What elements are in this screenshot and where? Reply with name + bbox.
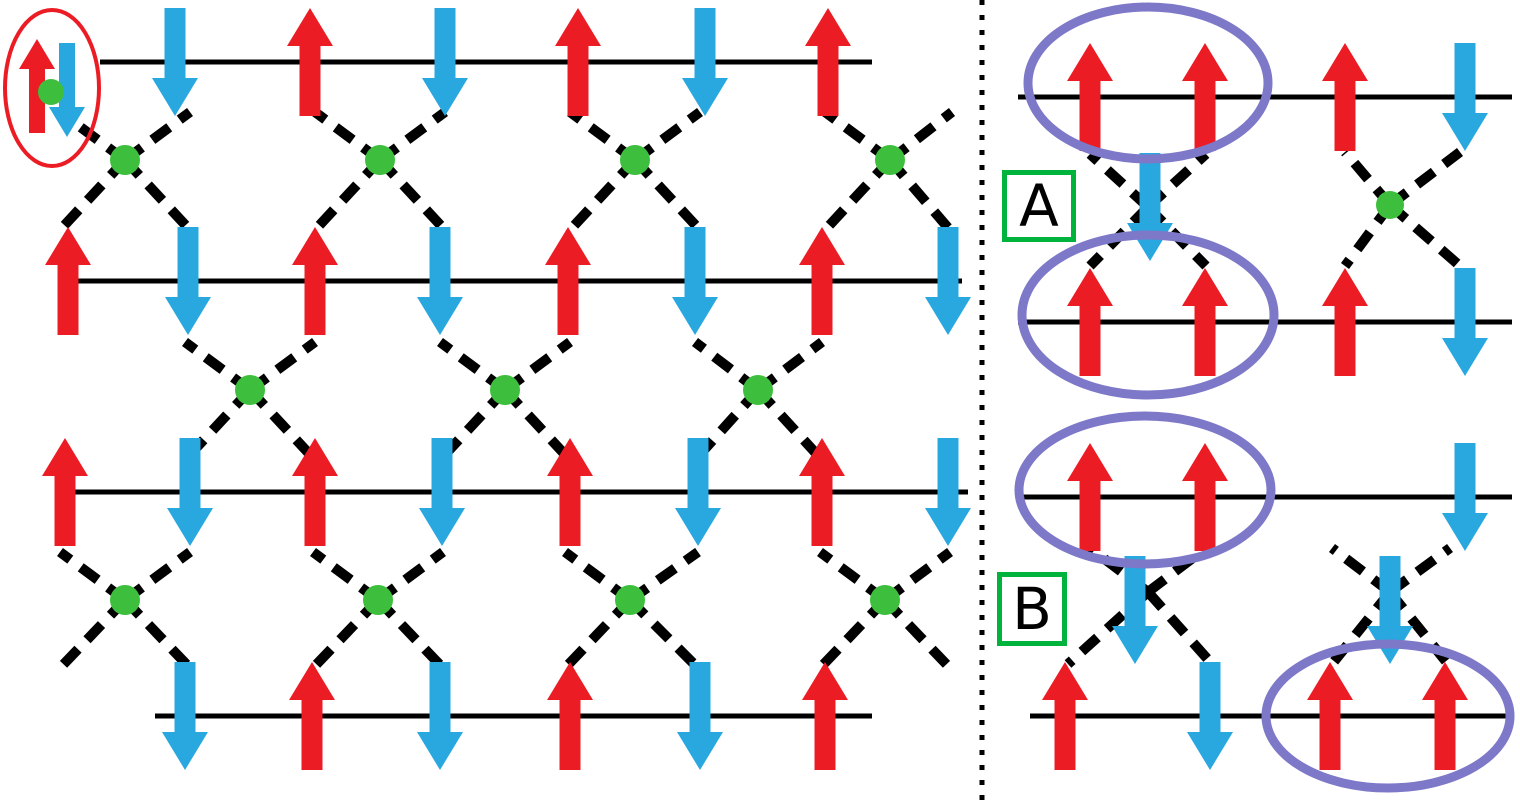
- bond-segment: [1144, 588, 1216, 668]
- spin-down-arrow: [152, 8, 198, 116]
- spin-up-arrow: [292, 227, 338, 335]
- bond-segment: [56, 156, 129, 234]
- site-dot: [1376, 191, 1404, 219]
- legend-spin-up-arrow: [19, 39, 55, 133]
- bond-segment: [754, 386, 826, 464]
- legend-spin-down-arrow: [49, 43, 85, 137]
- chain-lines: [58, 59, 1512, 719]
- spin-up-arrow: [1182, 268, 1228, 376]
- spin-down-arrow: [1112, 556, 1158, 664]
- spin-up-arrow: [287, 8, 333, 116]
- bond-segment: [1386, 148, 1464, 209]
- dimer-ellipse: [1014, 411, 1276, 569]
- bond-segment: [376, 156, 449, 234]
- site-dot: [620, 145, 650, 175]
- spin-up-arrow: [1322, 268, 1368, 376]
- spin-down-arrow: [1442, 268, 1488, 376]
- site-dots: [110, 145, 1404, 615]
- spin-up-arrow: [799, 438, 845, 546]
- spin-up-arrow: [1182, 43, 1228, 151]
- spin-down-arrow: [675, 438, 721, 546]
- bond-segment: [56, 596, 129, 672]
- bond-segment: [309, 596, 382, 672]
- dimer-ellipses: [1014, 2, 1515, 793]
- spin-down-arrow: [677, 662, 723, 770]
- bond-segment: [246, 386, 319, 464]
- bond-segment: [561, 596, 634, 672]
- site-dot: [365, 145, 395, 175]
- spin-up-arrow: [799, 227, 845, 335]
- spin-up-arrow: [547, 662, 593, 770]
- spin-up-arrow: [45, 227, 91, 335]
- spin-down-arrow: [422, 8, 468, 116]
- dimer-ellipse: [1023, 2, 1273, 164]
- spin-up-arrow: [802, 662, 848, 770]
- site-dot: [870, 585, 900, 615]
- spin-down-arrow: [1367, 556, 1413, 664]
- spin-down-arrow: [417, 662, 463, 770]
- bond-segment: [374, 596, 447, 672]
- spin-arrows: [42, 8, 1488, 770]
- bond-segment: [1144, 544, 1210, 596]
- bond-segment: [121, 156, 194, 234]
- spin-up-arrow: [1067, 268, 1113, 376]
- legend-spin-pair: [3, 8, 101, 168]
- spin-up-arrow: [555, 8, 601, 116]
- spin-up-arrow: [1067, 43, 1113, 151]
- spin-down-arrow: [682, 8, 728, 116]
- spin-down-arrow: [419, 438, 465, 546]
- dimer-ellipse: [1261, 639, 1515, 793]
- spin-up-arrow: [292, 438, 338, 546]
- bond-segment: [566, 156, 639, 234]
- spin-up-arrow: [42, 438, 88, 546]
- bond-segment: [1086, 150, 1152, 211]
- spin-down-arrow: [162, 662, 208, 770]
- bond-segment: [886, 156, 954, 234]
- site-dot: [110, 145, 140, 175]
- site-dot: [363, 585, 393, 615]
- panel-label-b: B: [997, 572, 1067, 646]
- spin-up-arrow: [289, 662, 335, 770]
- spin-up-arrow: [547, 438, 593, 546]
- spin-down-arrow: [167, 438, 213, 546]
- bond-segment: [631, 156, 704, 234]
- legend-ellipse: [3, 8, 101, 168]
- bond-segment: [501, 386, 574, 464]
- spin-down-arrow: [417, 227, 463, 335]
- spin-down-arrow: [672, 227, 718, 335]
- spin-down-arrow: [1442, 43, 1488, 151]
- spin-up-arrow: [805, 8, 851, 116]
- spin-up-arrow: [1042, 662, 1088, 770]
- spin-up-arrow: [1322, 43, 1368, 151]
- site-dot: [615, 585, 645, 615]
- bond-segment: [121, 596, 194, 672]
- spin-down-arrow: [1127, 153, 1173, 261]
- bond-segment: [881, 596, 954, 672]
- panel-label-a: A: [1002, 170, 1076, 242]
- spin-up-arrow: [1422, 662, 1468, 770]
- bond-segment: [626, 596, 702, 672]
- bond-segment: [816, 596, 889, 672]
- bond-segment: [821, 156, 894, 234]
- site-dot: [110, 585, 140, 615]
- site-dot: [490, 375, 520, 405]
- spin-up-arrow: [1307, 662, 1353, 770]
- spin-up-arrow: [1182, 443, 1228, 551]
- spin-down-arrow: [1187, 662, 1233, 770]
- dimer-ellipse: [1017, 230, 1279, 400]
- legend-site-dot: [38, 79, 64, 105]
- site-dot: [875, 145, 905, 175]
- spin-down-arrow: [165, 227, 211, 335]
- spin-down-arrow: [925, 438, 971, 546]
- bond-segment: [311, 156, 384, 234]
- site-dot: [743, 375, 773, 405]
- spin-up-arrow: [545, 227, 591, 335]
- spin-down-arrow: [925, 227, 971, 335]
- spin-down-arrow: [1442, 443, 1488, 551]
- bond-segment: [1386, 201, 1464, 270]
- spin-up-arrow: [1067, 443, 1113, 551]
- site-dot: [235, 375, 265, 405]
